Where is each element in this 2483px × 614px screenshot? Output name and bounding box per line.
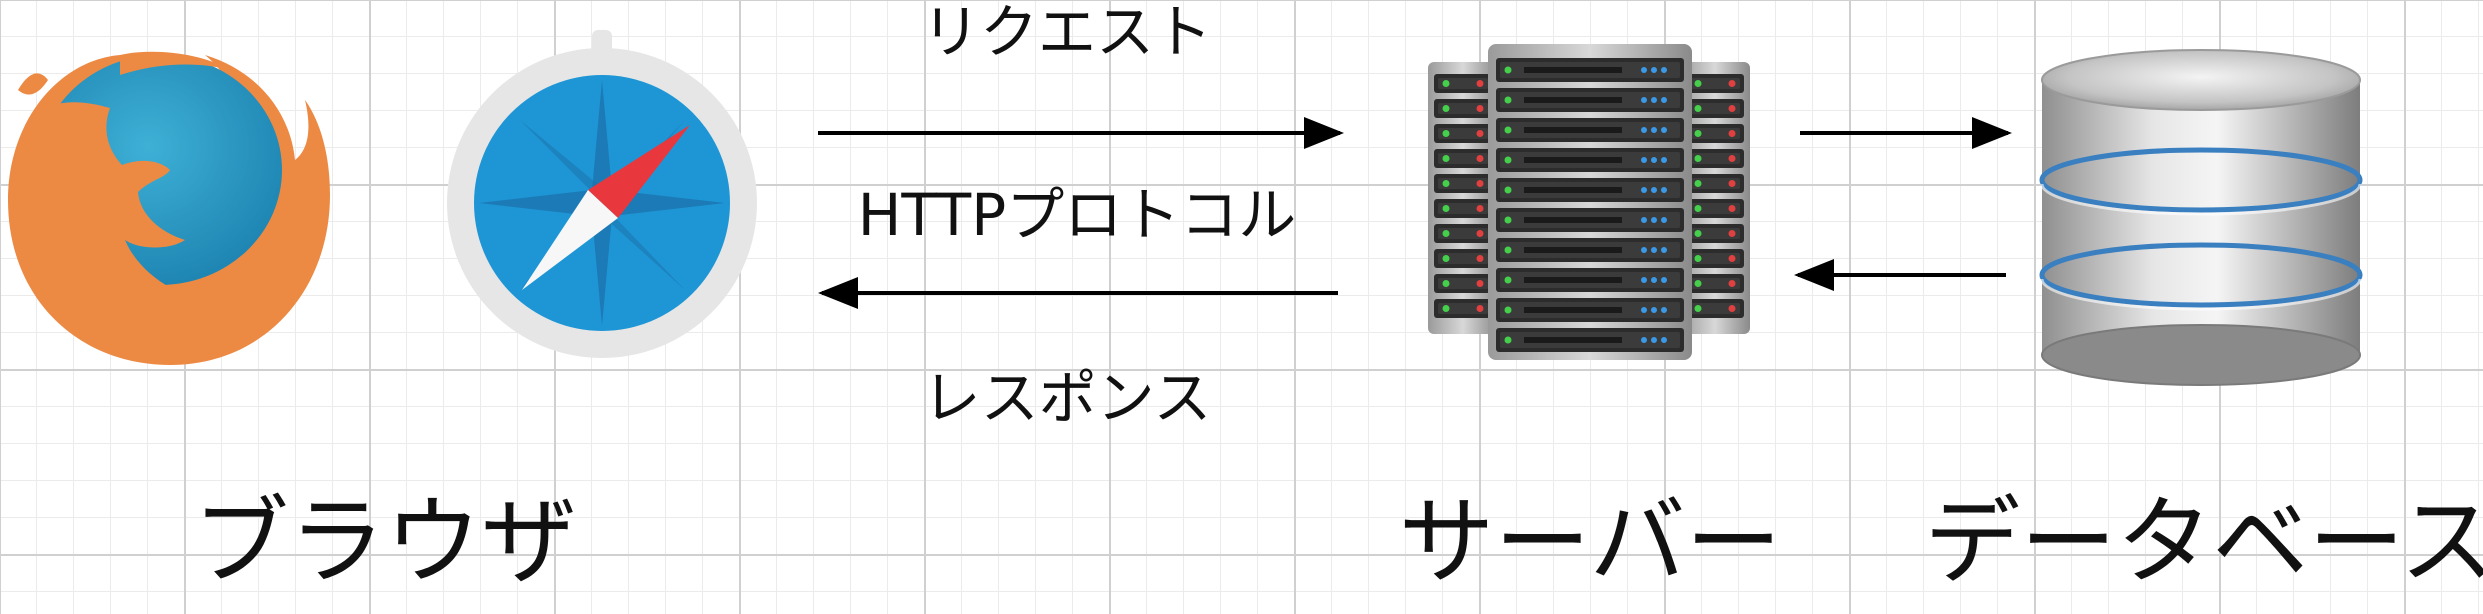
- server-label: サーバー: [1398, 486, 1781, 598]
- server-unit: [1496, 148, 1684, 172]
- server-unit: [1434, 174, 1492, 193]
- server-unit: [1686, 174, 1744, 193]
- server-unit: [1496, 58, 1684, 82]
- protocol-label: HTTPプロトコル: [858, 181, 1296, 249]
- database-cylinder-icon: [2039, 49, 2363, 386]
- server-rack-icon: [1428, 44, 1750, 360]
- server-unit: [1686, 299, 1744, 318]
- server-unit: [1686, 224, 1744, 243]
- server-unit: [1686, 249, 1744, 268]
- safari-compass-icon: [447, 30, 757, 358]
- server-unit: [1434, 299, 1492, 318]
- firefox-logo-icon: [8, 51, 330, 365]
- server-unit: [1434, 274, 1492, 293]
- server-unit: [1496, 328, 1684, 352]
- server-unit: [1434, 224, 1492, 243]
- database-label: データベース: [1924, 486, 2483, 598]
- server-unit: [1686, 74, 1744, 93]
- server-unit: [1434, 74, 1492, 93]
- server-unit: [1686, 124, 1744, 143]
- server-unit: [1686, 199, 1744, 218]
- server-unit: [1434, 99, 1492, 118]
- server-unit: [1434, 249, 1492, 268]
- server-unit: [1686, 149, 1744, 168]
- server-unit: [1496, 178, 1684, 202]
- server-unit: [1686, 274, 1744, 293]
- server-unit: [1496, 298, 1684, 322]
- server-unit: [1434, 199, 1492, 218]
- browser-label: ブラウザ: [193, 486, 577, 598]
- server-unit: [1496, 88, 1684, 112]
- server-unit: [1434, 149, 1492, 168]
- response-label: レスポンス: [923, 364, 1212, 432]
- server-unit: [1496, 208, 1684, 232]
- server-unit: [1496, 238, 1684, 262]
- server-unit: [1686, 99, 1744, 118]
- server-unit: [1496, 118, 1684, 142]
- server-unit: [1496, 268, 1684, 292]
- server-unit: [1434, 124, 1492, 143]
- request-label: リクエスト: [922, 0, 1212, 66]
